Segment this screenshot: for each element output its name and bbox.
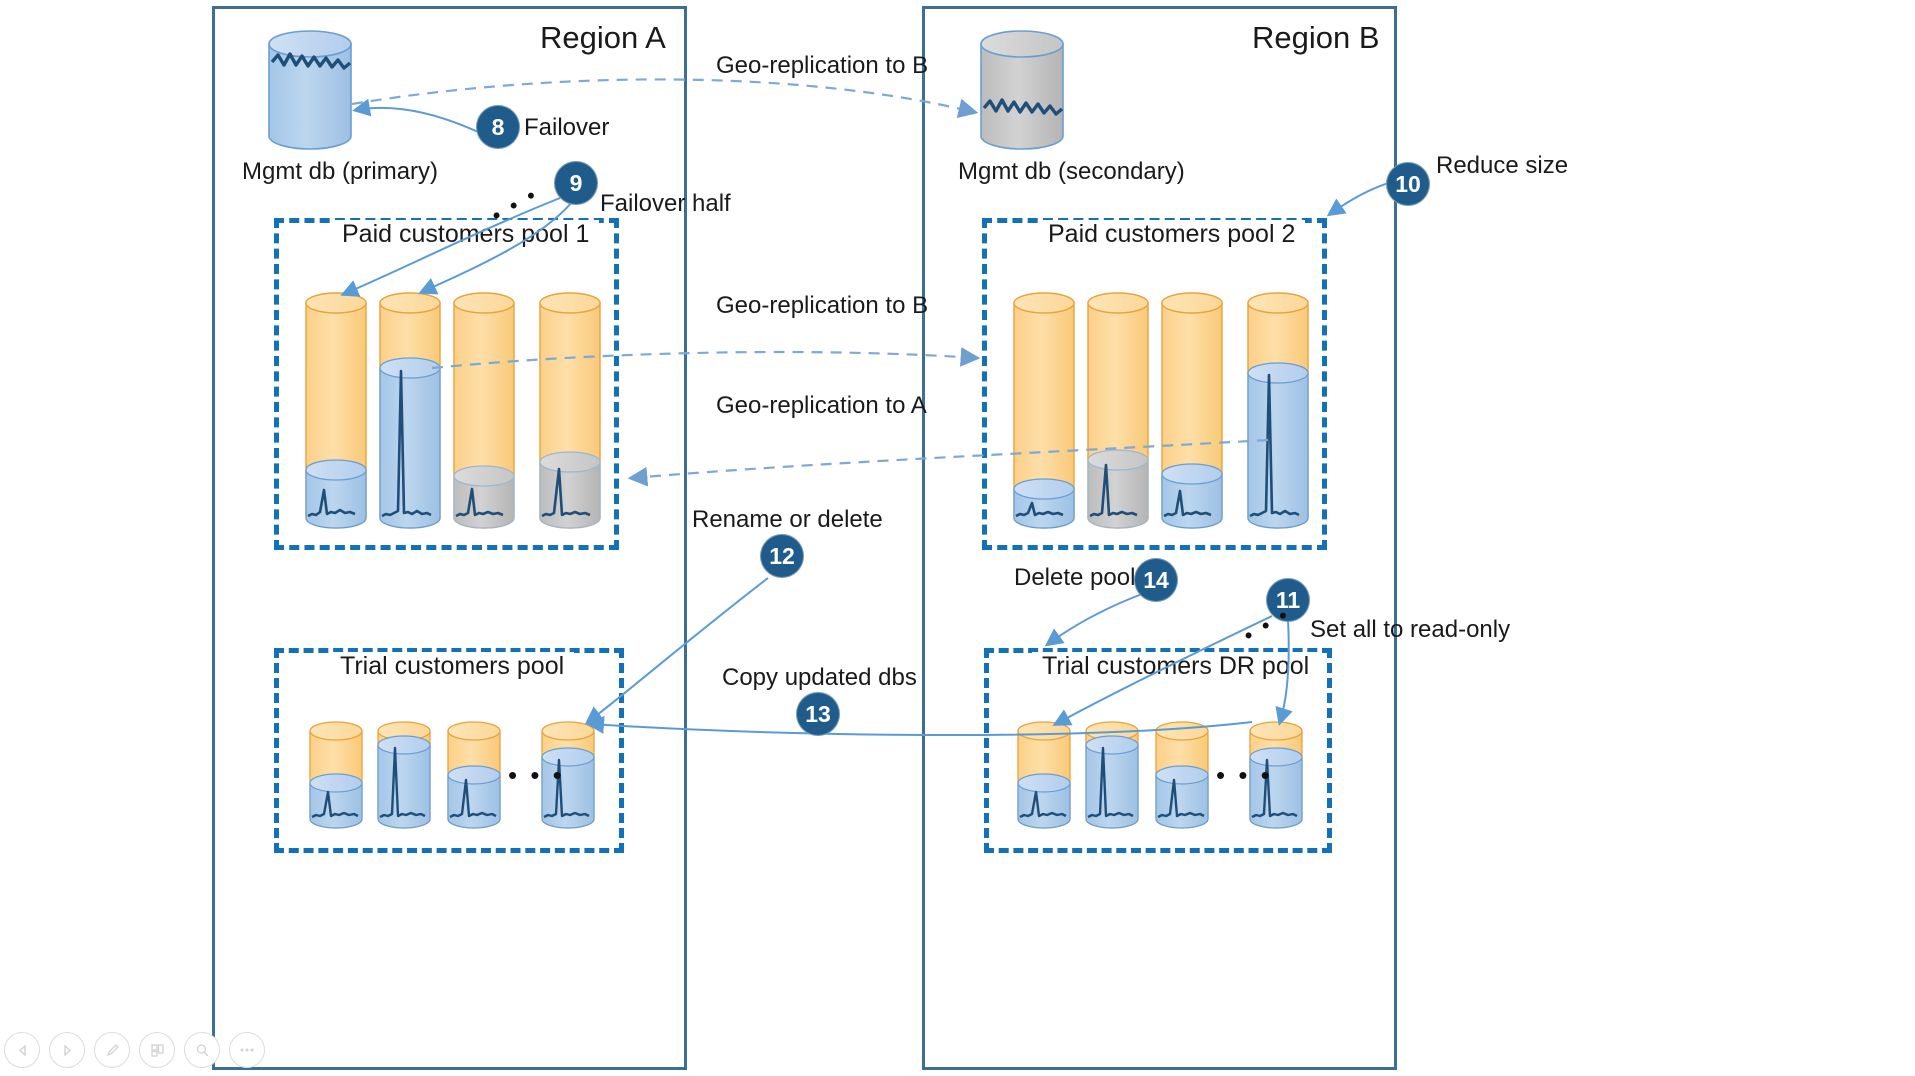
ellipsis-trialdr-pool: • • • (1216, 760, 1273, 790)
step-badge-12[interactable]: 12 (760, 534, 804, 578)
label-geo-replication-paid-a: Geo-replication to A (716, 392, 927, 419)
step-label-10: Reduce size (1436, 152, 1569, 179)
pool-paid2-title: Paid customers pool 2 (1038, 220, 1306, 249)
pool-paid1-box (274, 218, 619, 550)
region-a-title: Region A (540, 20, 666, 55)
step-label-8: Failover (524, 114, 610, 141)
step-badge-13[interactable]: 13 (796, 692, 840, 736)
pool-paid2-box (982, 218, 1327, 550)
step-label-9: Failover half (600, 190, 731, 217)
step-label-14: Delete pool (1014, 564, 1136, 591)
step-badge-8[interactable]: 8 (476, 105, 520, 149)
mgmt-secondary-label: Mgmt db (secondary) (958, 158, 1185, 185)
pool-trial-title: Trial customers pool (330, 652, 575, 681)
step-label-12: Rename or delete (692, 506, 883, 533)
magnifier-icon[interactable] (184, 1032, 220, 1068)
mgmt-primary-label: Mgmt db (primary) (242, 158, 439, 185)
region-b-box (922, 6, 1397, 1070)
triangle-left-icon[interactable] (4, 1032, 40, 1068)
step-badge-9[interactable]: 9 (554, 161, 598, 205)
pool-paid1-title: Paid customers pool 1 (332, 220, 600, 249)
step-badge-14[interactable]: 14 (1134, 558, 1178, 602)
grid-icon[interactable] (139, 1032, 175, 1068)
pool-trial-box (274, 648, 624, 853)
region-b-title: Region B (1252, 20, 1380, 55)
ellipsis-icon[interactable] (229, 1032, 265, 1068)
step-label-13: Copy updated dbs (722, 664, 917, 691)
step-badge-11[interactable]: 11 (1266, 578, 1310, 622)
label-geo-replication-paid-b: Geo-replication to B (716, 292, 929, 319)
pen-icon[interactable] (94, 1032, 130, 1068)
step-badge-10[interactable]: 10 (1386, 162, 1430, 206)
label-geo-replication-mgmt-b: Geo-replication to B (716, 52, 929, 79)
triangle-right-icon[interactable] (49, 1032, 85, 1068)
step-label-11: Set all to read-only (1310, 616, 1511, 643)
pool-trialdr-title: Trial customers DR pool (1032, 652, 1320, 681)
region-a-box (212, 6, 687, 1070)
presentation-toolbar[interactable] (4, 1032, 265, 1068)
ellipsis-trial-pool: • • • (508, 760, 565, 790)
